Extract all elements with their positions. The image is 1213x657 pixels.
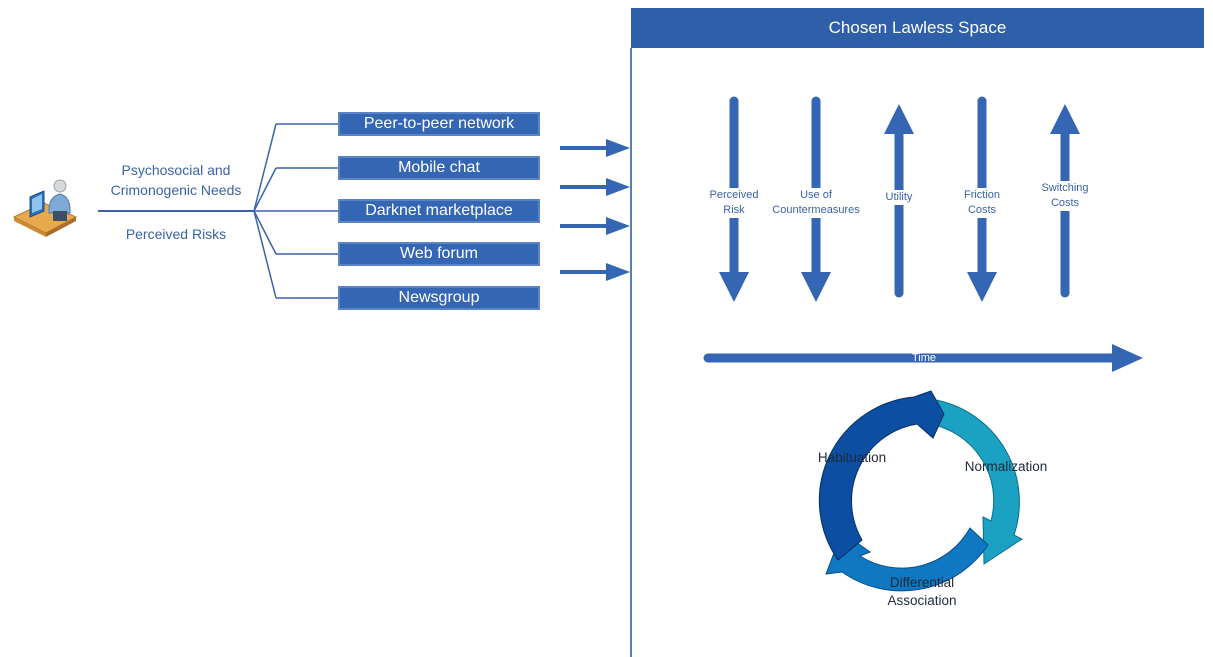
cycle-arrow-normalization [929,399,1023,565]
platform-darknet-marketplace: Darknet marketplace [338,199,540,223]
factor-label-line: Friction [963,189,1001,201]
platform-label: Darknet marketplace [365,202,513,219]
needs-line-1: Psychosocial and [121,162,231,178]
perceived-risks-label: Perceived Risks [125,226,227,242]
platform-label: Peer-to-peer network [363,115,515,132]
platform-label: Newsgroup [398,289,480,306]
panel-title: Chosen Lawless Space [631,8,1204,48]
factor-label-line: Switching [1041,182,1089,194]
factor-label-perceived-risk: Perceived Risk [699,188,769,218]
factor-label-line: Risk [723,204,745,216]
platform-label: Mobile chat [398,159,480,176]
right-arrow-icon [560,178,630,196]
factor-label-line: Perceived [709,189,759,201]
platform-peer-to-peer: Peer-to-peer network [338,112,540,136]
cycle-arrow-habituation [818,390,945,561]
factor-label-countermeasures: Use of Countermeasures [766,188,866,218]
needs-divider [98,210,254,212]
factor-label-friction-costs: Friction Costs [954,188,1010,218]
platform-web-forum: Web forum [338,242,540,266]
cycle-label-differential-association: Differential Association [866,574,978,610]
right-arrow-icon [560,217,630,235]
factor-label-utility: Utility [877,190,921,205]
cycle-label-line: Differential [889,575,955,590]
right-arrow-icon [560,139,630,157]
cycle-label-normalization: Normalization [964,459,1048,474]
factor-label-line: Costs [967,204,997,216]
right-arrow-icon [703,344,1143,372]
platform-mobile-chat: Mobile chat [338,156,540,180]
up-arrow-icon [884,104,914,298]
factor-label-switching-costs: Switching Costs [1034,181,1096,211]
platform-label: Web forum [400,245,478,262]
needs-label: Psychosocial and Crimonogenic Needs [96,160,256,200]
right-arrow-icon [560,263,630,281]
user-at-computer-icon [8,175,83,240]
time-label: Time [912,352,937,364]
factor-label-line: Use of [800,189,832,201]
panel-border [630,48,632,657]
factor-label-line: Costs [1050,197,1080,209]
cycle-label-line: Association [887,593,957,608]
factor-label-line: Countermeasures [772,204,860,216]
needs-line-2: Crimonogenic Needs [110,182,242,198]
platform-newsgroup: Newsgroup [338,286,540,310]
cycle-label-habituation: Habituation [817,450,887,465]
up-arrow-icon [1050,104,1080,298]
factor-label-line: Utility [885,191,913,203]
